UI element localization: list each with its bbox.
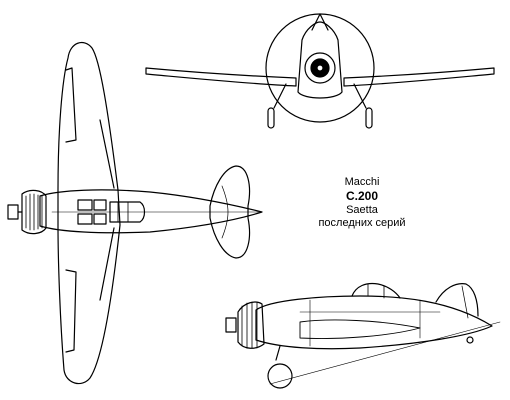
top-view-cylinders	[26, 194, 42, 230]
top-view-cockpit	[110, 202, 145, 222]
top-view-aileron-upper	[66, 68, 76, 142]
side-view-panel-lines	[300, 300, 440, 346]
top-view	[8, 43, 262, 384]
side-view-canopy	[352, 284, 400, 299]
front-view-wing-right	[344, 68, 494, 86]
side-view-cylinders	[242, 302, 257, 348]
front-view-cowl	[305, 53, 335, 83]
caption-maker: Macchi	[344, 176, 380, 188]
side-view-canopy-frame	[368, 284, 384, 298]
side-view-prop-hub	[226, 318, 236, 332]
front-view-canopy	[312, 14, 328, 30]
top-view-panel-4	[94, 214, 106, 224]
caption-model: C.200	[345, 189, 379, 204]
side-view-fin	[436, 284, 478, 316]
top-view-panel-2	[78, 214, 92, 224]
top-view-flap-upper	[100, 120, 114, 188]
top-view-fuselage	[40, 190, 262, 233]
top-view-panel-1	[78, 200, 92, 210]
front-view-wing-left	[146, 68, 296, 86]
side-view-gear-leg	[276, 346, 280, 360]
side-view-wing	[300, 320, 420, 339]
top-view-flap-lower	[100, 228, 114, 300]
top-view-cockpit-frame	[118, 202, 128, 222]
top-view-wing	[58, 43, 120, 384]
side-view-rudder-line	[462, 286, 468, 318]
caption-series: последних серий	[318, 216, 406, 229]
side-view-fuselage	[256, 296, 492, 349]
front-view-wheel-right	[366, 108, 372, 128]
front-view-gear-right	[354, 84, 366, 108]
side-view-ground-line	[270, 322, 500, 384]
top-view-prop-hub	[8, 205, 18, 219]
front-view-gear-left	[274, 84, 286, 108]
caption-name: Saetta	[346, 203, 378, 216]
aircraft-caption: Macchi C.200 Saetta последних серий	[306, 176, 418, 230]
side-view-engine-cowl	[238, 302, 264, 348]
top-view-engine-cowl	[22, 190, 46, 233]
side-view-tailwheel	[467, 337, 473, 343]
top-view-tailplane	[210, 166, 250, 258]
front-view-wheel-left	[268, 108, 274, 128]
top-view-panel-3	[94, 200, 106, 210]
top-view-elevator-line	[222, 186, 228, 238]
side-view	[226, 284, 500, 389]
front-view	[146, 14, 494, 128]
front-view-spinner-hole	[317, 65, 323, 71]
side-view-wheel	[268, 364, 292, 388]
top-view-aileron-lower	[66, 270, 76, 352]
front-view-fuselage	[298, 22, 342, 98]
